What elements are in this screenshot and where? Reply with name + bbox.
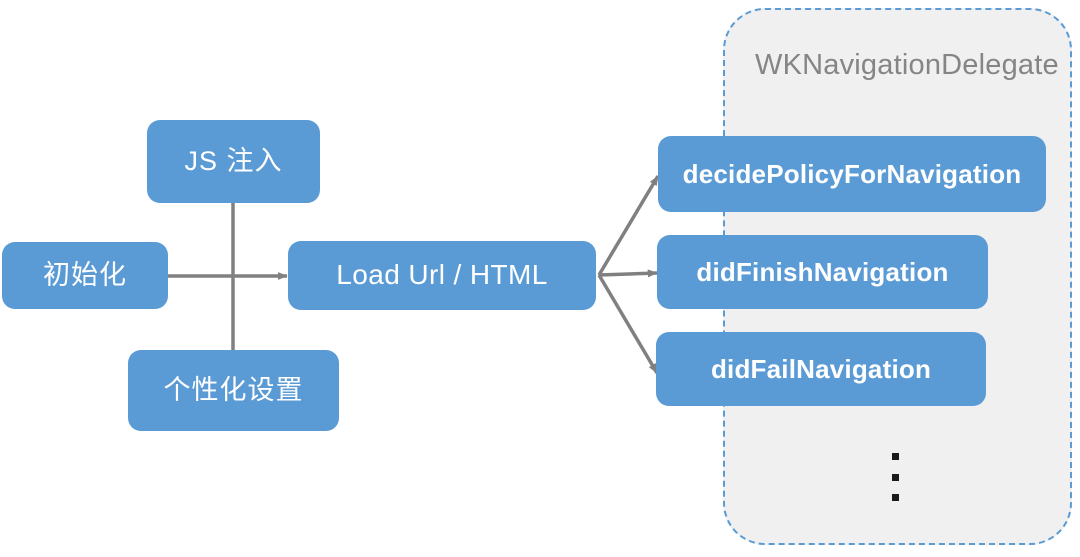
node-load-url-html[interactable]: Load Url / HTML [288,241,596,310]
vertical-ellipsis-icon [891,453,899,501]
edge-load-to-did-fail [597,274,659,374]
edge-load-to-did-finish [598,269,658,278]
edge-load-to-decide-policy [597,175,660,276]
ellipsis-dot [891,494,899,501]
ellipsis-dot [891,473,899,481]
node-decide-policy-for-navigation[interactable]: decidePolicyForNavigation [658,136,1046,212]
node-js-injection[interactable]: JS 注入 [147,120,320,203]
node-initialization[interactable]: 初始化 [2,242,168,309]
node-personalization-settings[interactable]: 个性化设置 [128,350,339,431]
node-did-finish-navigation[interactable]: didFinishNavigation [657,235,988,309]
ellipsis-dot [891,453,899,460]
node-did-fail-navigation[interactable]: didFailNavigation [656,332,986,406]
group-title-label: WKNavigationDelegate [755,49,1059,81]
